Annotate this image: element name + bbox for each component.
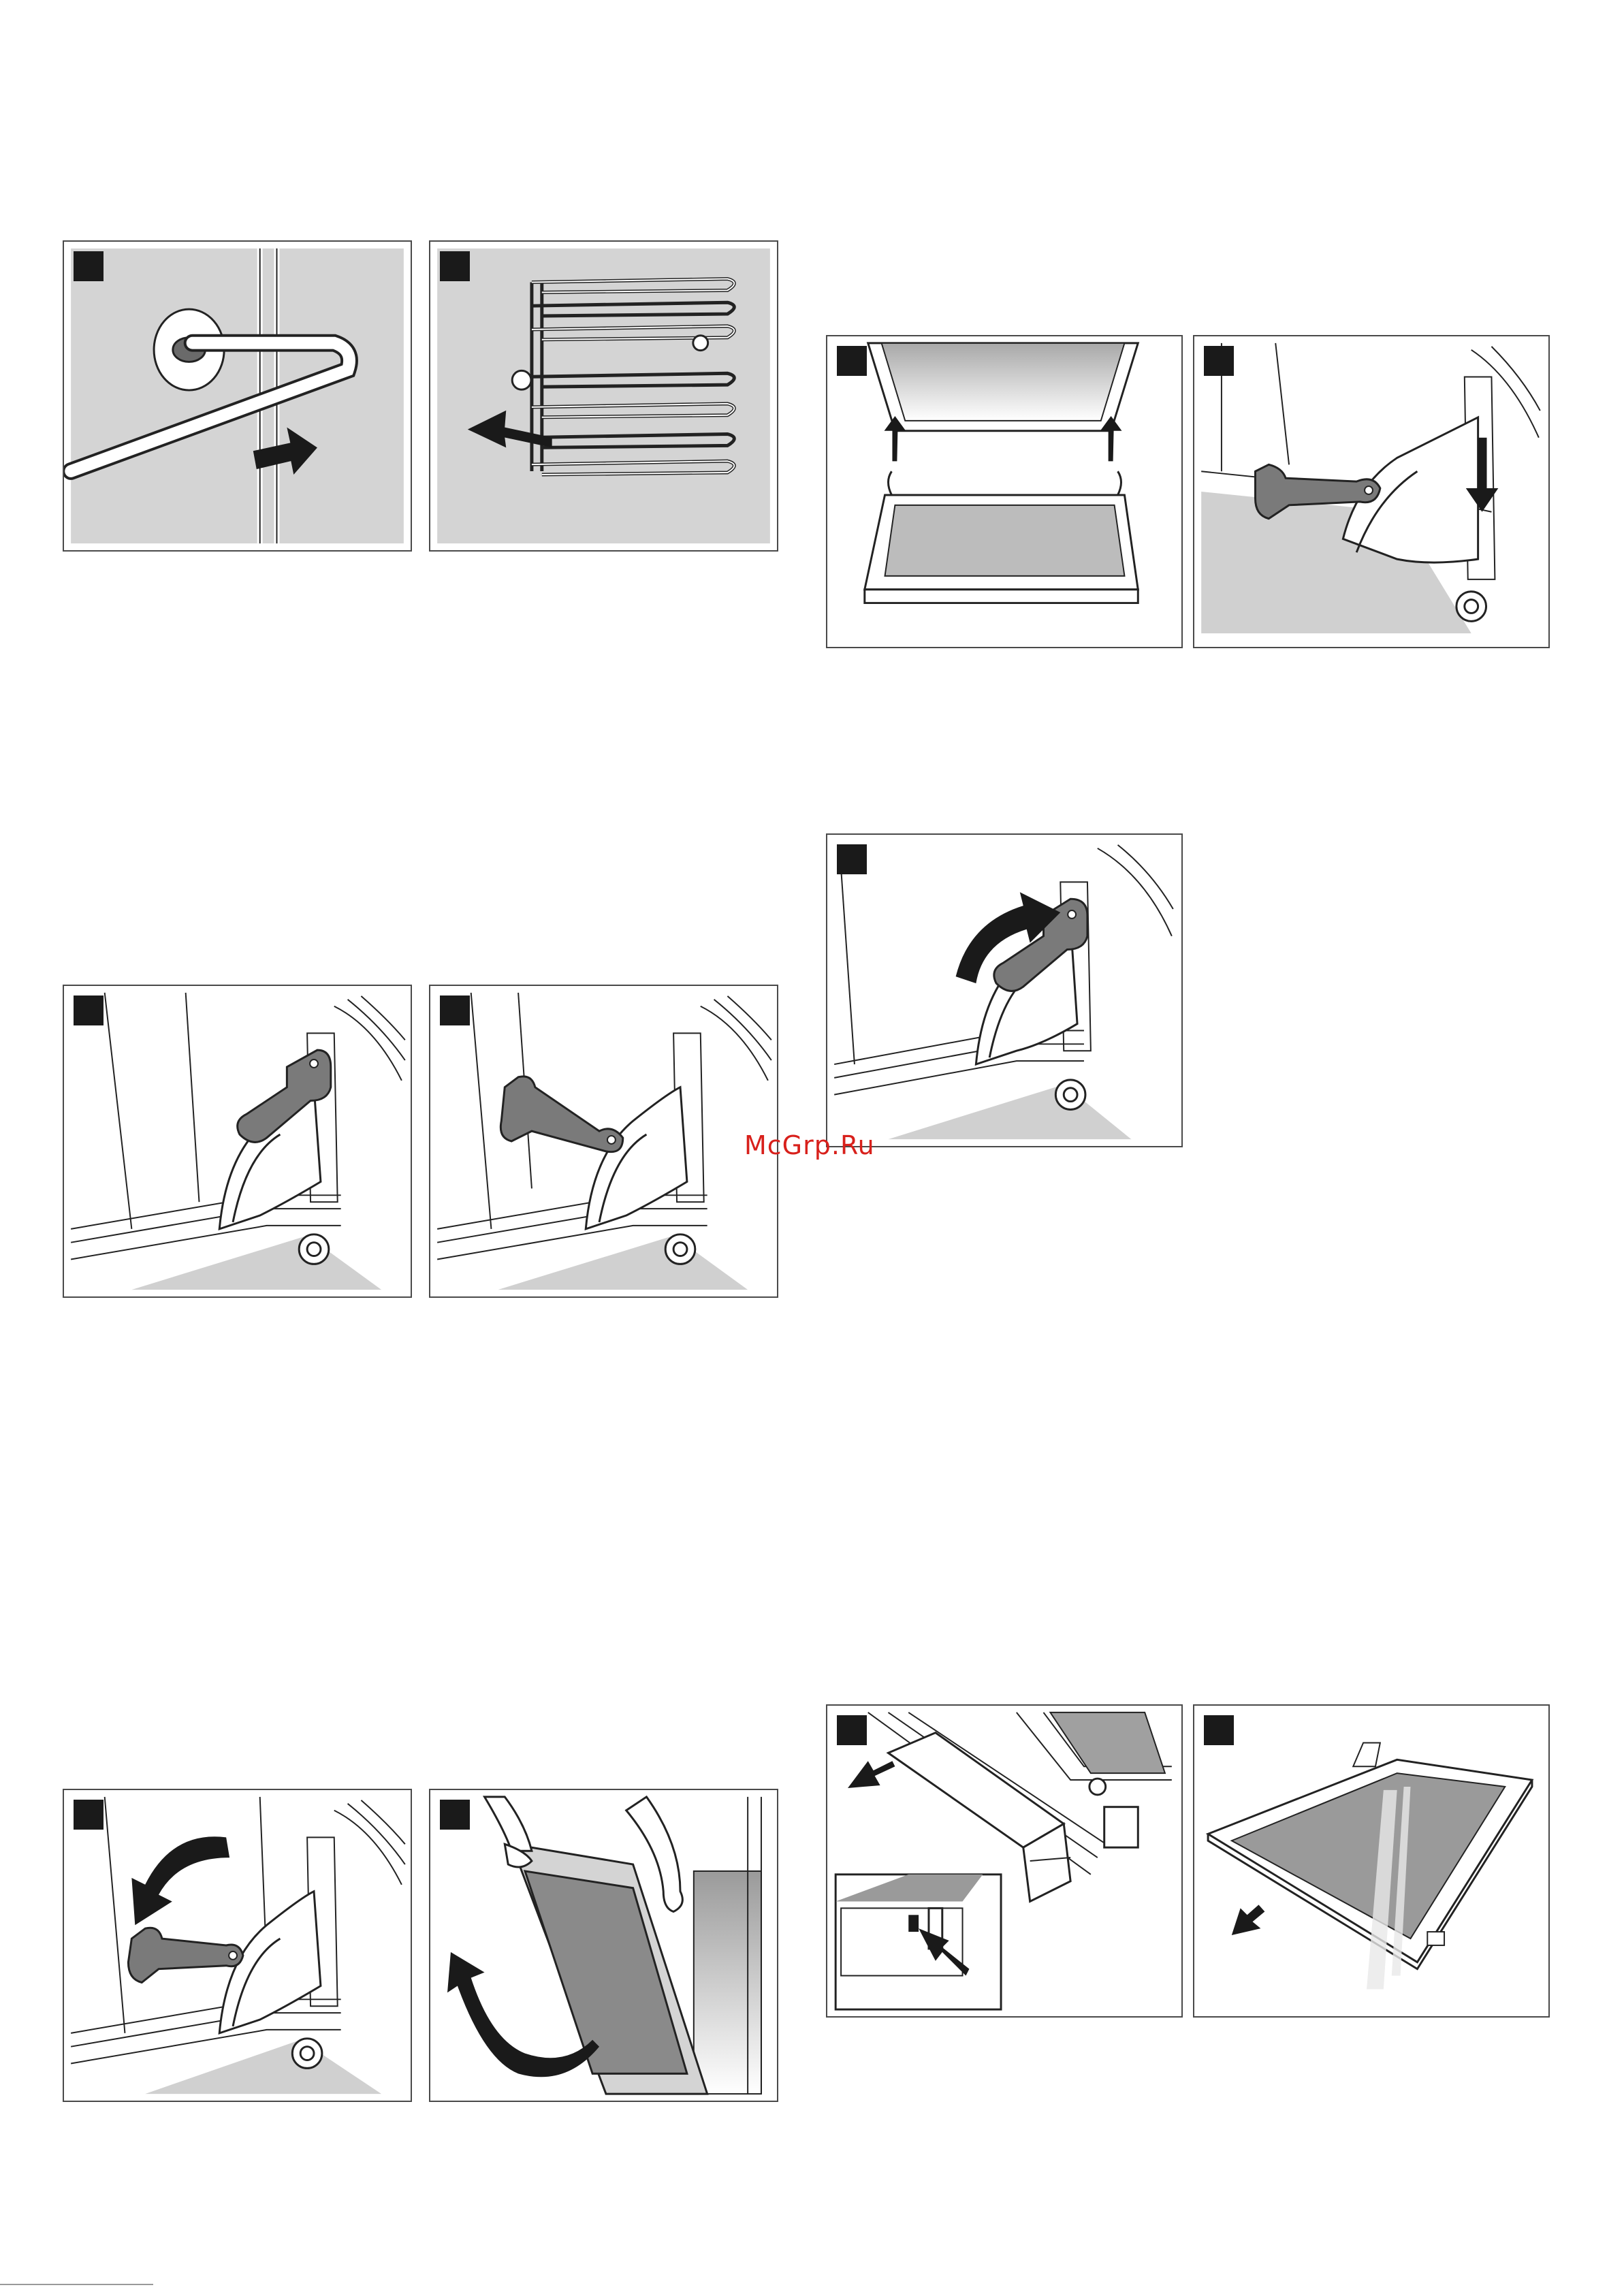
figure-glass-pane-slide (1193, 1704, 1550, 2018)
step-marker (440, 995, 470, 1025)
step-marker (1204, 1715, 1234, 1745)
figure-clip-press (826, 1704, 1183, 2018)
shelf-rack-illustration (430, 242, 777, 550)
step-marker (440, 1800, 470, 1830)
figure-rail-unhook (63, 240, 412, 552)
hinge-illustration (827, 835, 1181, 1146)
figure-hinge-lever-up-b (826, 833, 1183, 1147)
hinge-illustration (64, 986, 411, 1296)
watermark-text: McGrp.Ru (744, 1130, 875, 1160)
step-marker (74, 251, 104, 281)
door-glass-illustration (827, 336, 1181, 647)
figure-hinge-lever-up-a (63, 985, 412, 1298)
clip-press-illustration (827, 1706, 1181, 2016)
step-marker (837, 346, 867, 376)
step-marker (74, 1800, 104, 1830)
figure-hinge-lever-press (1193, 335, 1550, 648)
step-marker (74, 995, 104, 1025)
footer-rule (0, 2284, 153, 2285)
figure-door-remove-hands (429, 1789, 778, 2102)
rail-unhook-illustration (64, 242, 411, 550)
figure-hinge-lever-flip (429, 985, 778, 1298)
step-marker (440, 251, 470, 281)
figure-door-glass-lift (826, 335, 1183, 648)
hinge-illustration (64, 1790, 411, 2101)
step-marker (837, 844, 867, 874)
step-marker (1204, 346, 1234, 376)
step-marker (837, 1715, 867, 1745)
figure-shelf-rack-remove (429, 240, 778, 552)
figure-hinge-lever-swing (63, 1789, 412, 2102)
hinge-illustration (430, 986, 777, 1296)
hinge-illustration (1194, 336, 1548, 647)
glass-pane-illustration (1194, 1706, 1548, 2016)
door-remove-illustration (430, 1790, 777, 2101)
